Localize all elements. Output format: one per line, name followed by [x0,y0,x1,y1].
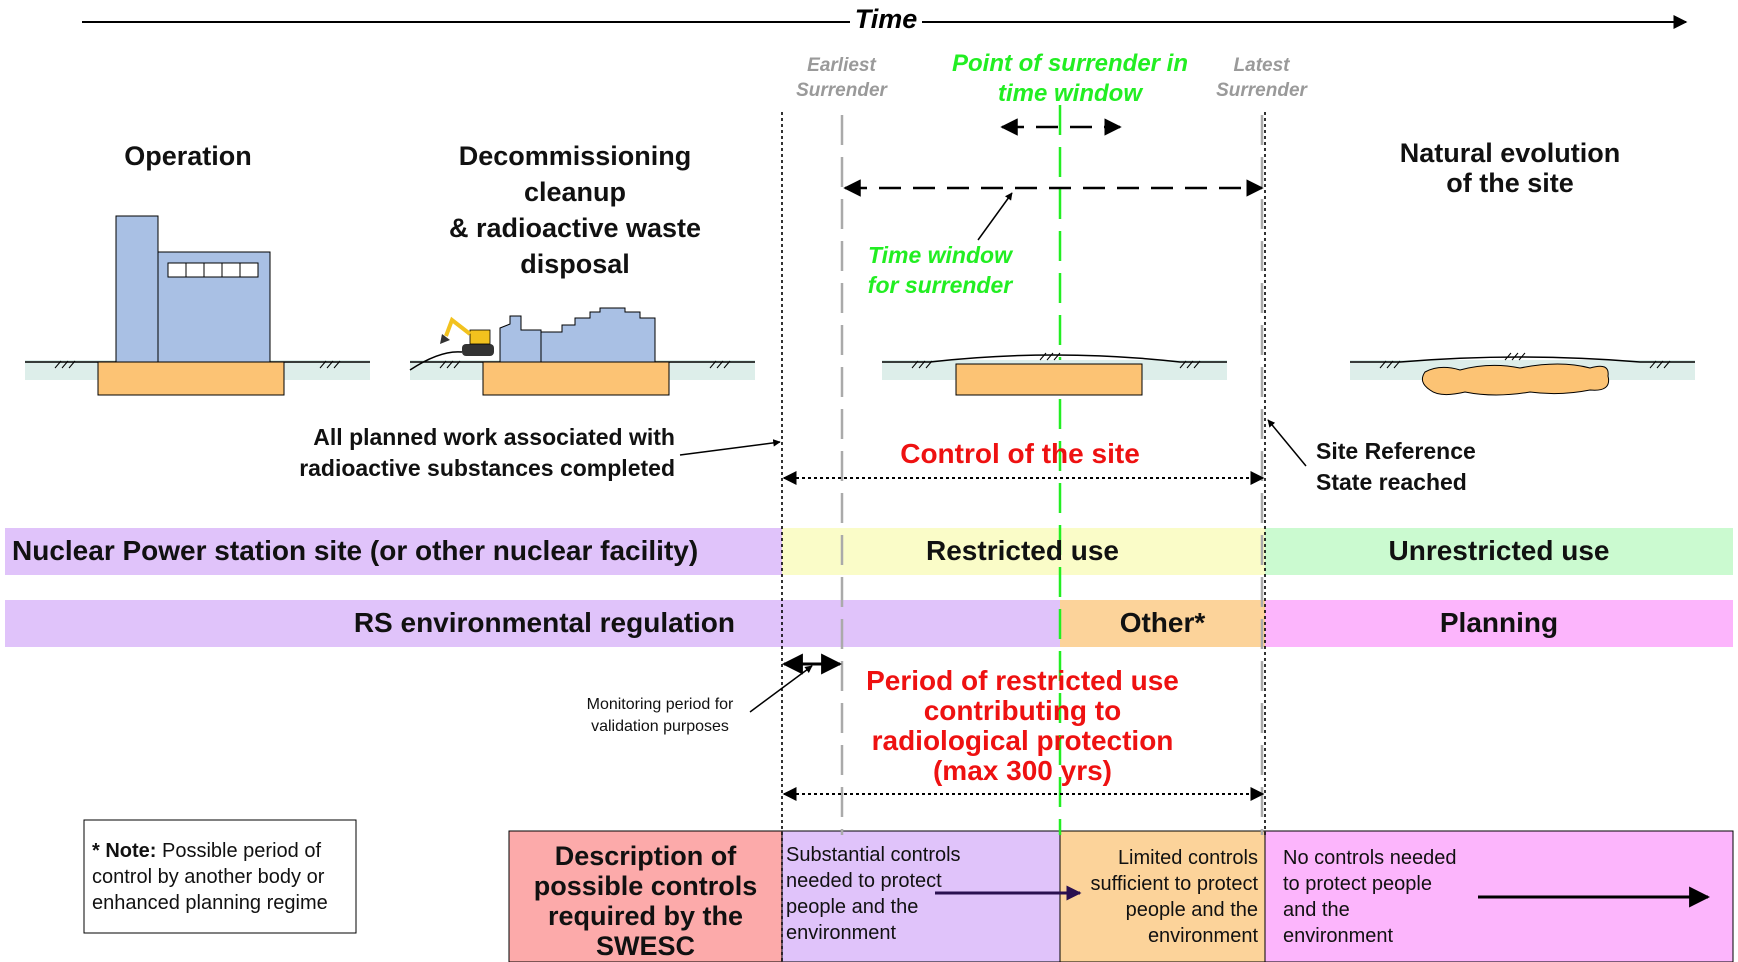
time-label: Time [850,4,922,35]
restricted-period-label: Period of restricted use contributing to… [866,665,1179,786]
decommissioning-ground [410,360,755,396]
earliest-surrender-label: Earliest Surrender [796,55,887,101]
other-label: Other* [1119,607,1206,638]
control-of-site-label: Control of the site [900,438,1140,469]
note-bold: * Note: [92,840,157,862]
work-completed-pointer [679,439,781,456]
nuclear-site-label: Nuclear Power station site (or other nuc… [12,535,699,566]
controls-none-text: No controls needed to protect people and… [1283,847,1457,947]
note-box [83,819,357,934]
planning-label: Planning [1439,607,1559,638]
controls-header-box [508,830,783,962]
band-nuclear-site [5,528,782,575]
controls-limited-text: Limited controls sufficient to protect p… [1090,847,1259,947]
monitoring-pointer [749,665,813,713]
decommissioning-heading: Decommissioning cleanup & radioactive wa… [448,141,702,279]
monitoring-label: Monitoring period for validation purpose… [586,696,734,735]
natural-evolution-heading: Natural evolution of the site [1399,138,1621,198]
band-unrestricted-use [1265,528,1733,575]
site-reference-label: Site Reference State reached [1316,438,1476,495]
controls-limited-box [1059,830,1266,962]
band-planning [1265,600,1733,647]
excavator-icon [409,316,494,371]
time-window-label: Time window for surrender [867,242,1013,298]
controls-substantial-text: Substantial controls needed to protect p… [786,844,961,944]
latest-surrender-label: Latest Surrender [1216,55,1307,101]
demolished-building [499,307,656,363]
band-other [1060,600,1265,647]
work-completed-label: All planned work associated with radioac… [299,424,675,481]
operation-building [115,215,271,363]
surrender-ground [882,352,1227,396]
restricted-use-label: Restricted use [926,535,1119,566]
band-restricted-use [782,528,1265,575]
unrestricted-use-label: Unrestricted use [1388,535,1610,566]
band-rs-regulation [5,600,1060,647]
controls-header-text: Description of possible controls require… [533,841,758,961]
controls-substantial-box [781,830,1061,962]
operation-heading: Operation [124,141,252,171]
surrender-point-label: Point of surrender in time window [951,50,1188,107]
operation-ground [25,360,370,396]
note-text: * Note: Possible period of control by an… [92,840,328,914]
time-window-pointer [977,192,1013,241]
natural-ground [1350,352,1695,396]
rs-regulation-label: RS environmental regulation [353,607,735,638]
site-reference-pointer [1267,419,1307,467]
